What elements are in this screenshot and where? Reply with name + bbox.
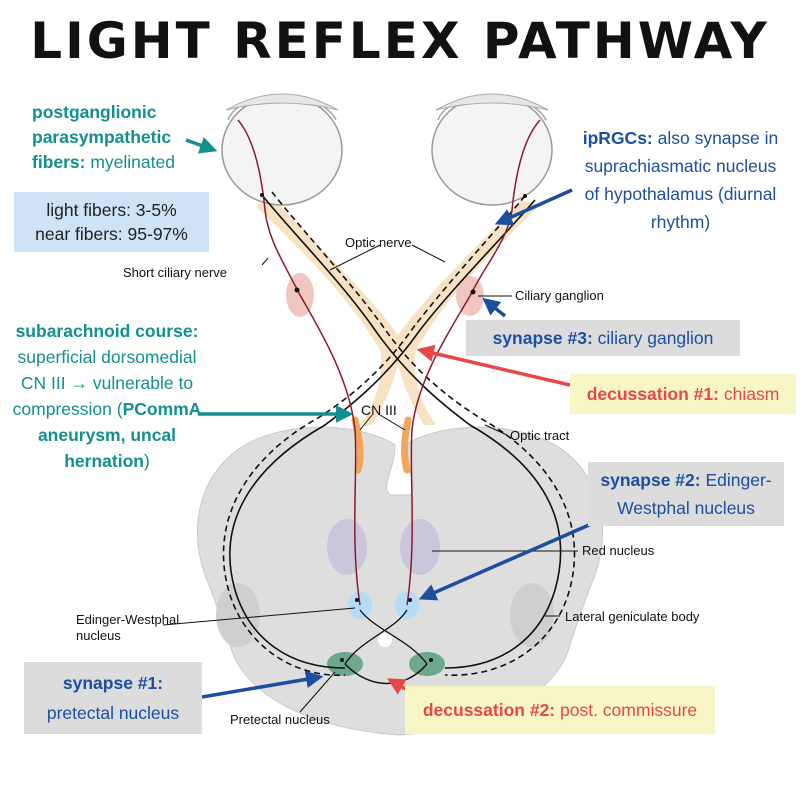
red-nucleus-left [327,519,367,575]
annotation-subarachnoid-bold2: PCommA aneurysm, uncal hernation [37,399,202,471]
cn3-left [351,416,364,474]
page-title: LIGHT REFLEX PATHWAY [30,12,770,70]
cerebral-aqueduct [378,633,392,647]
afferent-pathway-solid-2 [229,199,536,669]
leader-optic-nerve-right [411,244,446,263]
afferent-pathway-dashed [271,191,576,676]
label-cn3: CN III [361,402,397,418]
annotation-postganglionic: postganglionic parasympathetic fibers: m… [32,100,207,175]
annotation-synapse2-rest: Edinger-Westphal nucleus [617,470,772,518]
efferent-nerve-right [406,119,541,606]
arrow-postganglionic [185,137,218,154]
annotation-postganglionic-rest: myelinated [85,152,175,172]
label-lateral-geniculate: Lateral geniculate body [565,609,700,624]
leader-optic-nerve-left [329,244,381,271]
annotation-decussation2-bold: decussation #2: [422,700,556,720]
annotation-subarachnoid-end: ) [143,451,150,471]
label-red-nucleus: Red nucleus [582,543,655,558]
annotation-synapse1-rest: pretectal nucleus [46,703,180,723]
leader-optic-tract [484,424,508,436]
leader-ew [162,607,356,626]
annotation-decussation1-rest: chiasm [718,384,780,404]
arrow-iprgcs [494,188,573,226]
arrow-synapse2 [418,516,606,601]
annotation-decussation2: decussation #2: post. commissure [405,686,715,734]
annotation-subarachnoid-rest: superficial dorsomedial CN III → vulnera… [12,347,197,419]
annotation-iprgcs-bold: ipRGCs: [582,128,653,148]
afferent-pathway-dashed-2 [222,195,526,676]
pretectal-node-right [429,658,433,662]
label-ciliary-ganglion: Ciliary ganglion [515,288,604,303]
annotation-iprgcs: ipRGCs: also synapse in suprachiasmatic … [578,124,783,236]
right-eye [431,93,553,206]
label-short-ciliary-nerve: Short ciliary nerve [123,265,228,280]
annotation-fiber-split: light fibers: 3-5% near fibers: 95-97% [14,192,209,252]
annotation-synapse3-rest: ciliary ganglion [592,328,714,348]
arrow-synapse3 [482,297,507,318]
label-optic-tract: Optic tract [510,428,570,443]
efferent-nerve-left [237,119,361,606]
left-eye [221,93,343,206]
annotation-synapse1-bold: synapse #1: [62,673,164,693]
arrow-decussation1 [416,344,571,387]
cn3-right [401,416,412,474]
annotation-synapse3: synapse #3: ciliary ganglion [466,320,740,356]
annotation-iprgcs-rest: also synapse in suprachiasmatic nucleus … [584,128,779,232]
label-pretectal-nucleus: Pretectal nucleus [230,712,330,727]
leader-cn3 [359,414,406,431]
annotation-synapse2: synapse #2: Edinger-Westphal nucleus [588,462,784,526]
eye-node-left [260,193,264,197]
annotation-decussation1-bold: decussation #1: [586,384,719,404]
annotation-subarachnoid-bold: subarachnoid course: [15,321,199,341]
annotation-decussation2-rest: post. commissure [555,700,698,720]
ew-node-right [408,598,412,602]
pretectal-to-ew [344,609,428,665]
ciliary-node-right [470,289,476,295]
label-ew-nucleus-line2: nucleus [76,628,121,643]
light-fibers-text: light fibers: 3-5% [46,200,177,220]
afferent-pathway-solid [261,194,562,669]
label-ew-nucleus-line1: Edinger-Westphal [76,612,180,627]
eye-node-right [523,194,527,198]
arrow-synapse1 [201,670,324,699]
annotation-synapse1: synapse #1: pretectal nucleus [24,662,202,734]
ciliary-node-left [294,287,300,293]
annotation-decussation1: decussation #1: chiasm [570,374,796,414]
pretectal-node-left [340,658,344,662]
annotation-subarachnoid: subarachnoid course: superficial dorsome… [12,318,202,474]
leader-short-ciliary [261,257,269,266]
near-fibers-text: near fibers: 95-97% [35,224,188,244]
label-ew-nucleus: Edinger-Westphal nucleus [76,612,179,644]
annotation-postganglionic-bold: postganglionic parasympathetic fibers: [32,102,172,172]
ew-node-left [355,598,359,602]
red-nucleus-right [400,519,440,575]
annotation-synapse2-bold: synapse #2: [600,470,701,490]
leader-pretectal [299,671,336,713]
label-optic-nerve: Optic nerve [345,235,412,250]
annotation-synapse3-bold: synapse #3: [492,328,593,348]
lateral-geniculate-right [510,583,554,647]
